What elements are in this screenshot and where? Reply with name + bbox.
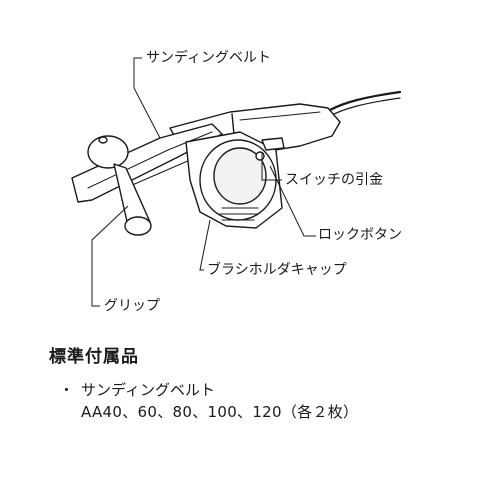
- grip-end-cap: [124, 216, 152, 236]
- brush-holder-inner: [213, 147, 267, 205]
- label-switch-trigger: スイッチの引金: [285, 172, 383, 188]
- bullet-icon: ・: [59, 381, 75, 399]
- accessories-title: 標準付属品: [49, 347, 139, 367]
- leader-switch-trigger: [261, 152, 282, 181]
- label-grip: グリップ: [104, 298, 160, 314]
- leader-sanding-belt: [133, 57, 161, 139]
- power-cord: [328, 90, 402, 112]
- accessory-detail: AA40、60、80、100、120（各２枚）: [81, 403, 359, 421]
- leader-lock-button: [269, 165, 316, 237]
- label-sanding-belt: サンディングベルト: [146, 50, 272, 66]
- label-lock-button: ロックボタン: [318, 227, 402, 243]
- accessory-name: サンディングベルト: [81, 381, 215, 399]
- lock-button-shape: [255, 151, 265, 161]
- housing-top-line: [239, 111, 321, 121]
- grip-knob-top: [98, 136, 108, 144]
- switch-trigger-shape: [261, 137, 285, 151]
- leader-brush-holder-cap: [199, 219, 211, 271]
- brush-holder-vents: [219, 207, 259, 221]
- accessory-item: ・ サンディングベルト AA40、60、80、100、120（各２枚）: [49, 380, 469, 422]
- leader-grip: [91, 205, 129, 307]
- power-cord-inner: [329, 97, 401, 117]
- standard-accessories: 標準付属品 ・ サンディングベルト AA40、60、80、100、120（各２枚…: [49, 346, 469, 422]
- belt-arm-inner: [87, 131, 213, 189]
- label-brush-holder-cap: ブラシホルダキャップ: [207, 262, 347, 278]
- grip-knob: [87, 135, 129, 169]
